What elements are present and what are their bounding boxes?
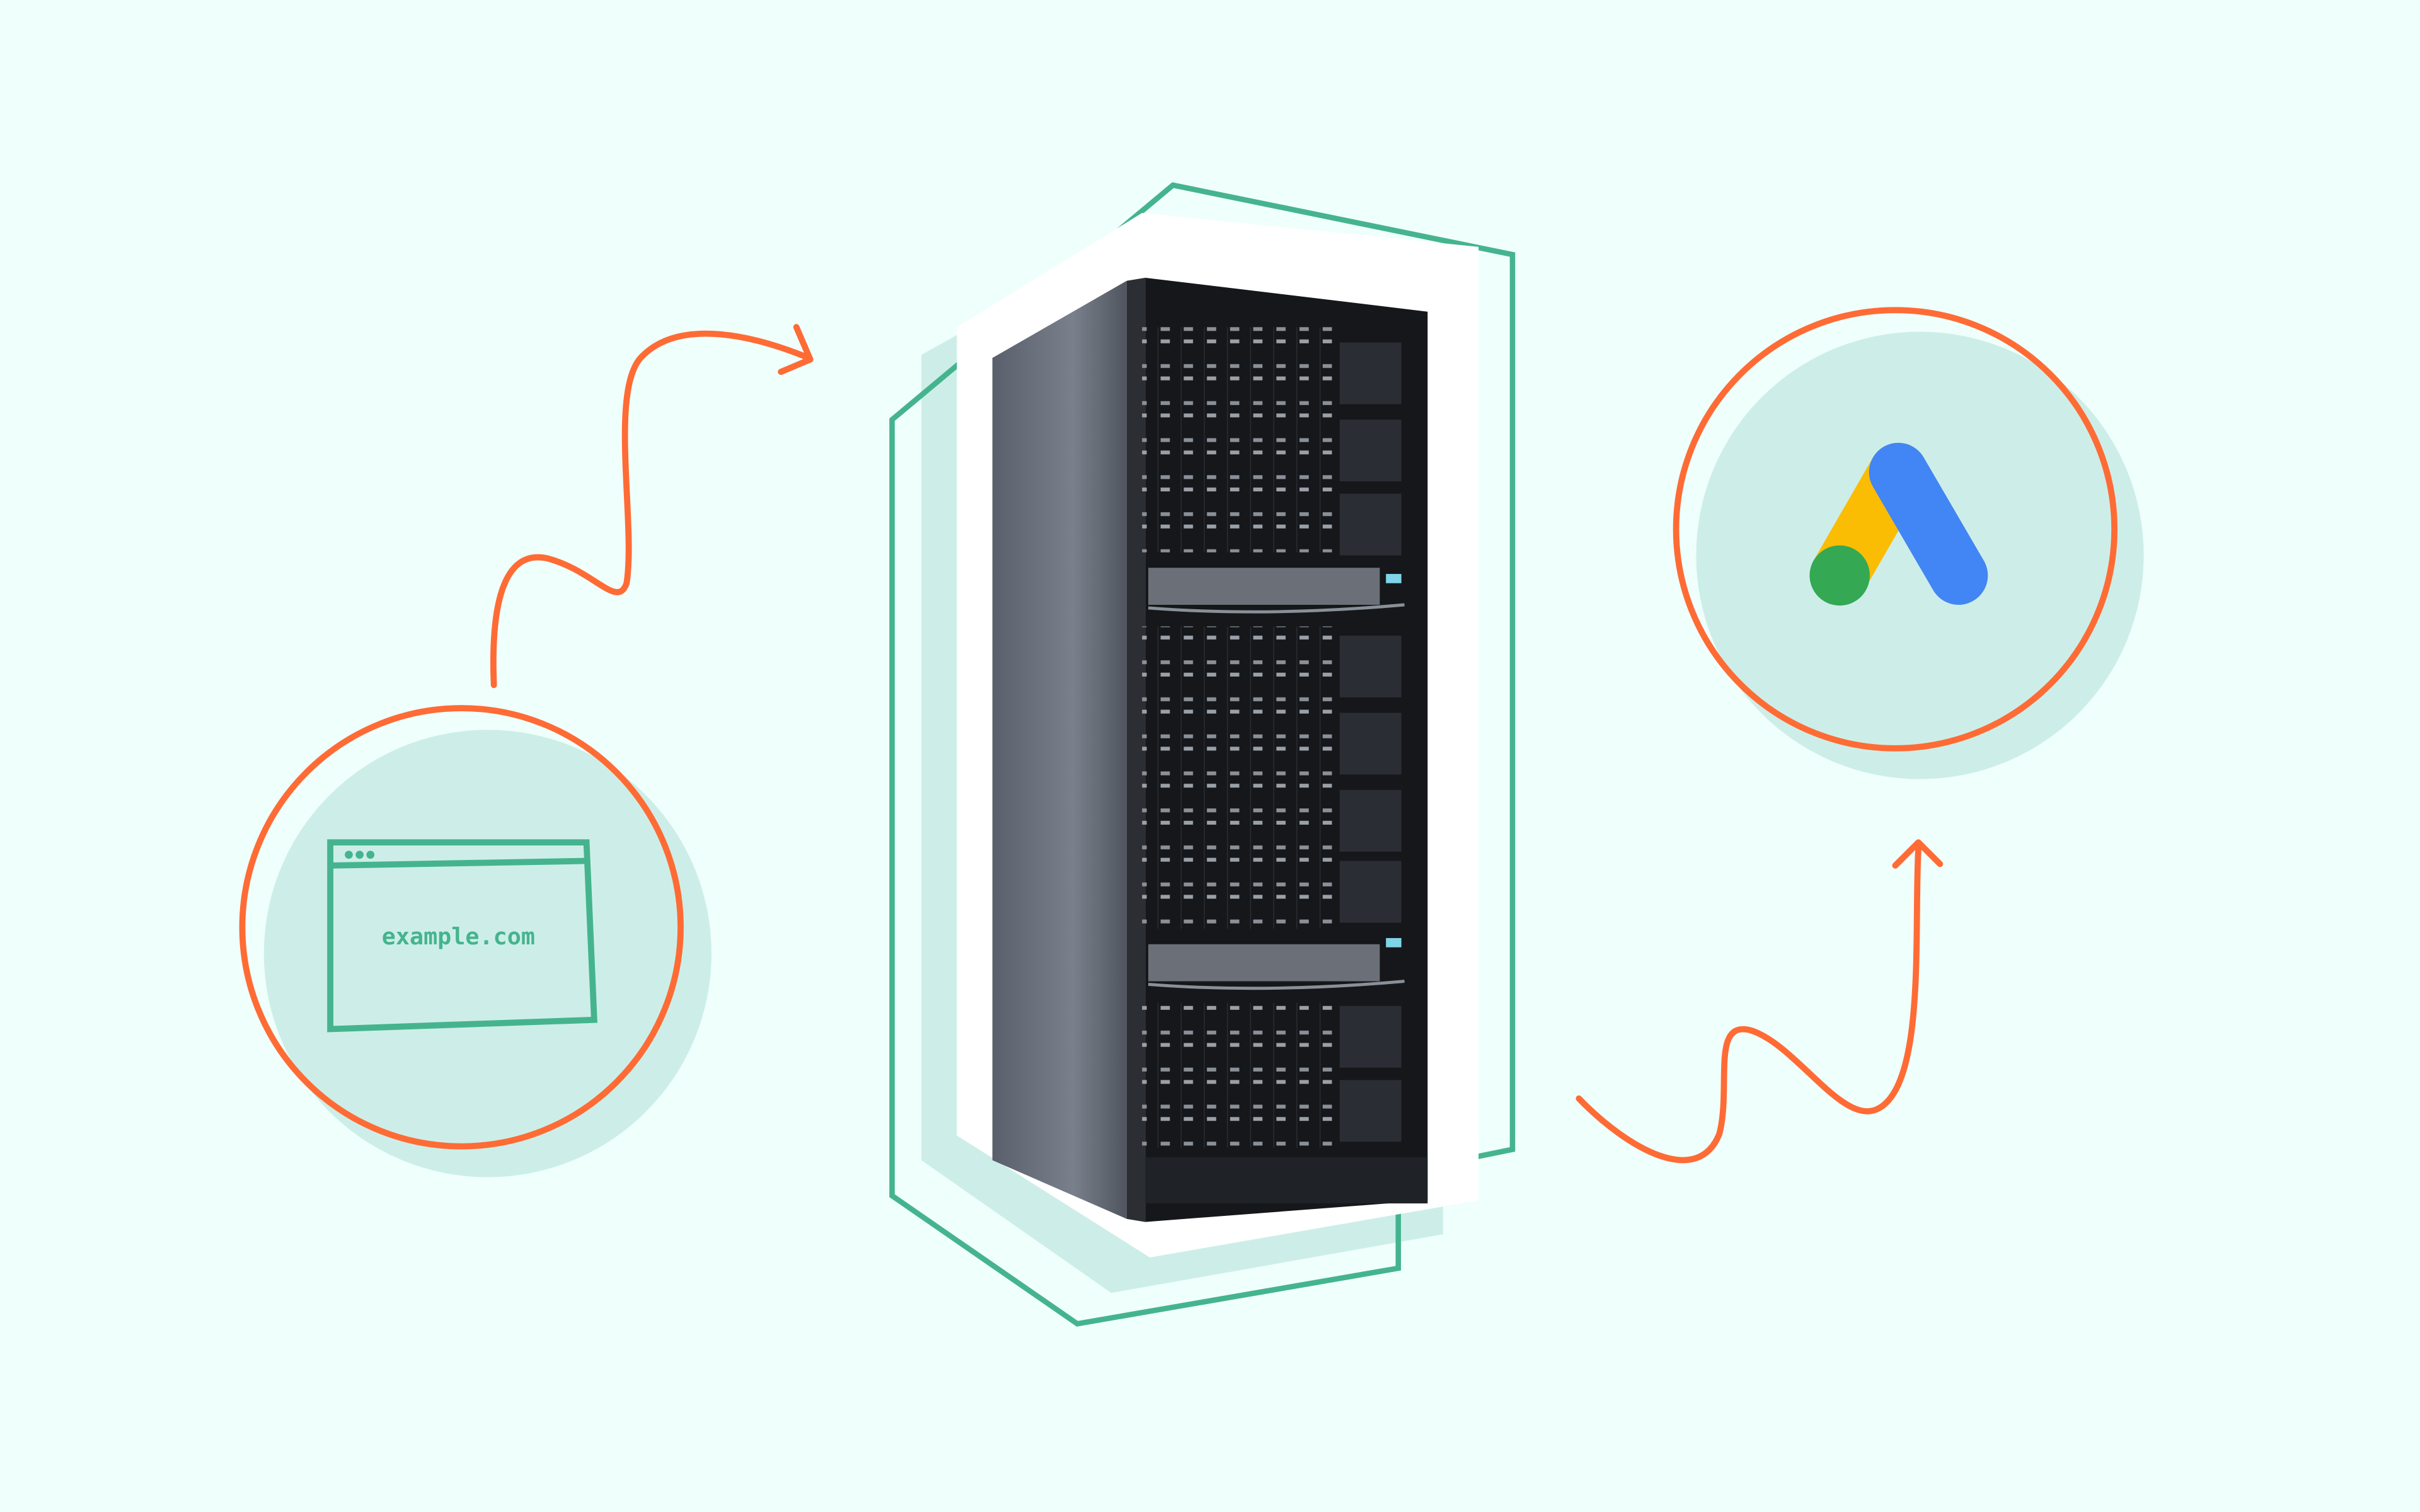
circle-outline [1673, 307, 2118, 752]
browser-window-icon: example.com [327, 839, 597, 1033]
server-node [889, 182, 1516, 1327]
arrow-to-server [490, 324, 814, 689]
arrowhead-icon [778, 324, 814, 375]
google-ads-logo [1809, 442, 1988, 606]
circle-outline [239, 705, 684, 1150]
google-ads-node [1673, 307, 2144, 779]
website-url-text: example.com [382, 923, 535, 950]
arrowhead-icon [1892, 839, 1944, 869]
arrow-to-google-ads [1576, 839, 1944, 1164]
website-node: example.com [239, 705, 712, 1177]
server-rack-image [992, 277, 1428, 1222]
